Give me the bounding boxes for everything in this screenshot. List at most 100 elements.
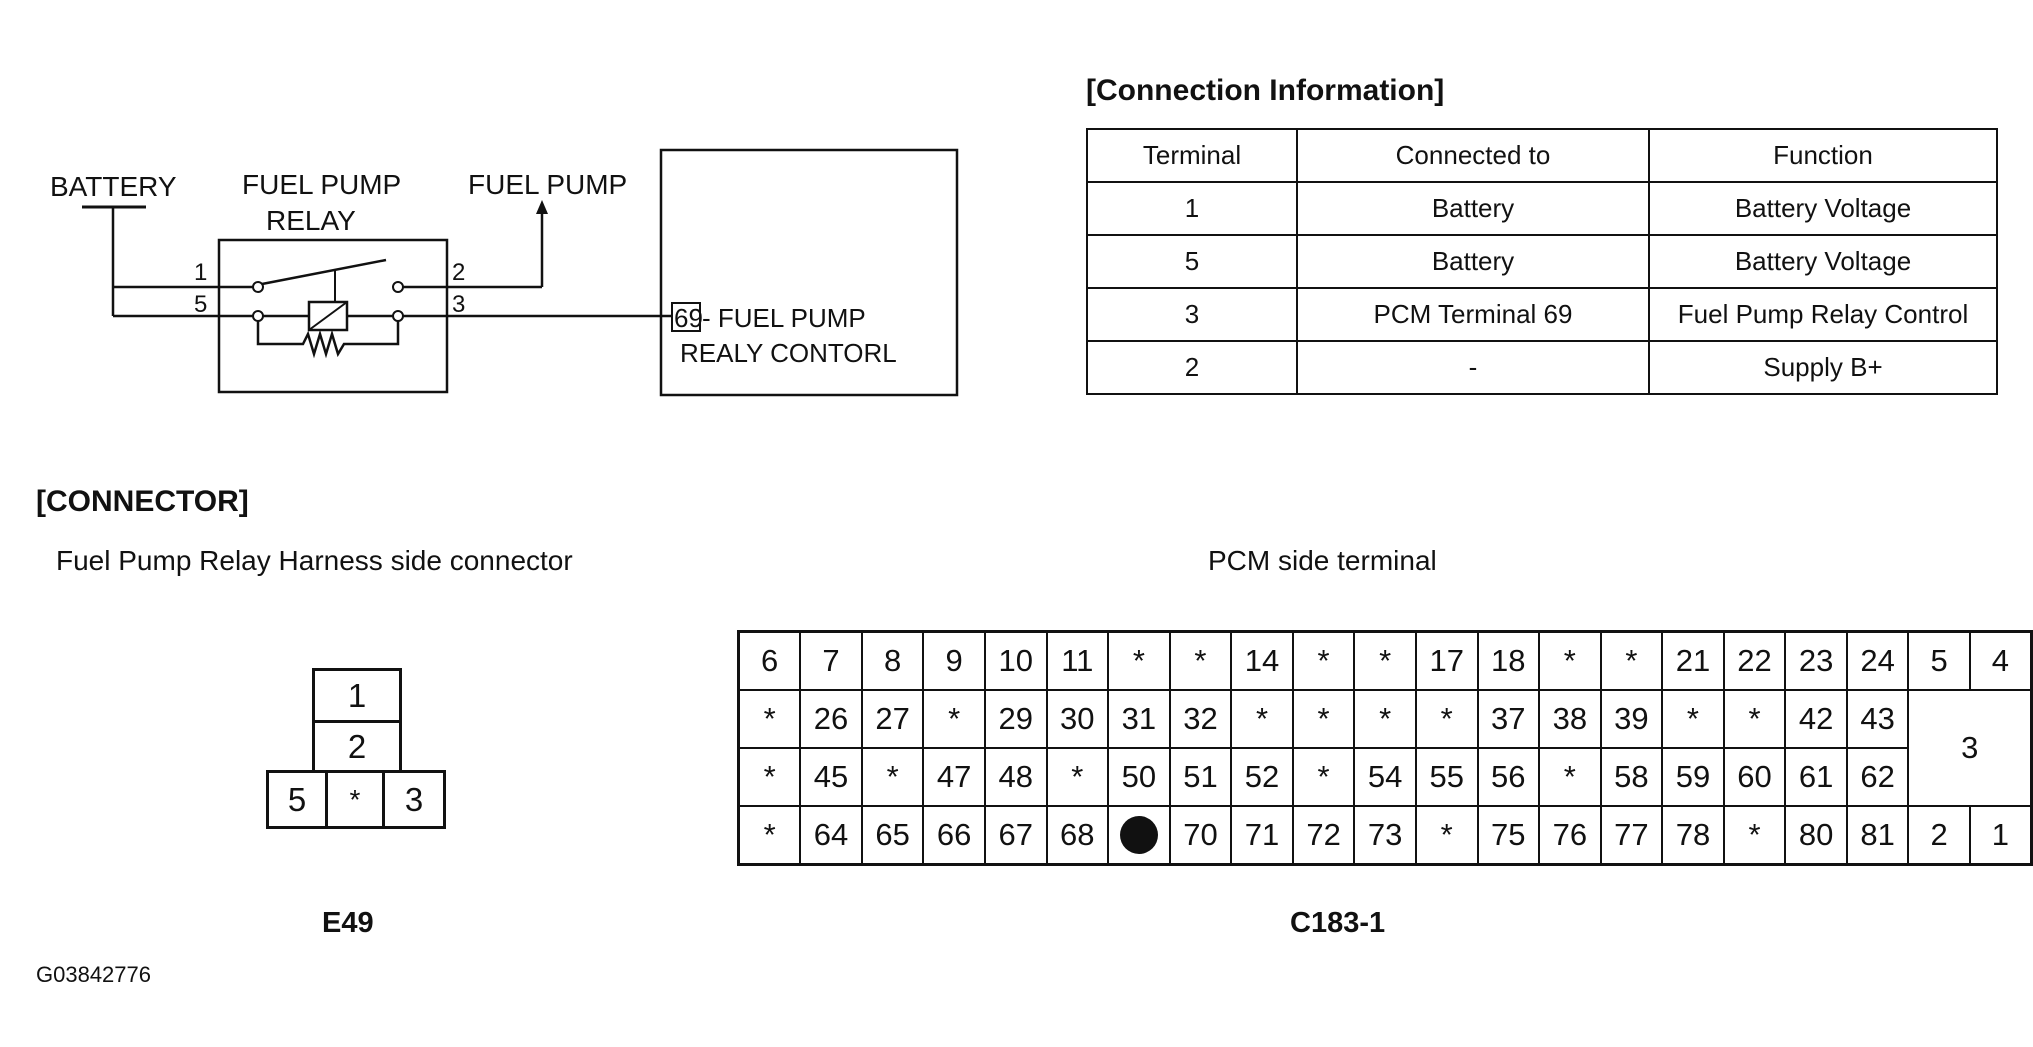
connection-info-table: Terminal Connected to Function 1 Battery… <box>1086 128 1998 395</box>
e49-pin-2: 2 <box>312 720 402 773</box>
table-row: 5 Battery Battery Voltage <box>1086 234 1998 289</box>
pcm-terminal-cell: 7 <box>799 630 863 691</box>
e49-pin-empty: * <box>325 770 385 829</box>
pcm-terminal-cell: 8 <box>860 630 925 691</box>
relay-side-connector-title: Fuel Pump Relay Harness side connector <box>56 545 573 576</box>
switch-contact-2 <box>392 281 404 293</box>
pcm-side-terminal-title: PCM side terminal <box>1208 545 1437 576</box>
column-header-connected-to: Connected to <box>1296 128 1650 183</box>
pcm-terminal-cell: * <box>1722 805 1787 866</box>
pcm-terminal-cell: 39 <box>1599 689 1664 749</box>
pcm-terminal-cell: 2 <box>1907 805 1971 866</box>
pcm-terminal-cell: 26 <box>799 689 863 749</box>
switch-arm <box>261 258 387 286</box>
pcm-terminal-cell: 43 <box>1845 689 1910 749</box>
pcm-terminal-cell: 59 <box>1661 747 1725 807</box>
cell-connected-to: Battery <box>1296 234 1650 289</box>
pcm-terminal-cell: 32 <box>1168 689 1233 749</box>
pcm-connector-name: C183-1 <box>1290 907 1386 939</box>
pcm-terminal-cell: * <box>1661 689 1725 749</box>
pcm-terminal-cell: 30 <box>1045 689 1110 749</box>
e49-connector-name: E49 <box>322 907 374 939</box>
column-header-function: Function <box>1648 128 1998 183</box>
fuel-pump-label: FUEL PUMP <box>468 169 627 200</box>
pcm-terminal-cell: 23 <box>1784 630 1848 691</box>
relay-label-line2: RELAY <box>266 205 356 236</box>
pcm-terminal-box <box>671 302 701 332</box>
cell-terminal: 3 <box>1086 287 1298 342</box>
pcm-terminal-cell: * <box>1599 630 1664 691</box>
battery-label: BATTERY <box>50 171 177 202</box>
cell-connected-to: PCM Terminal 69 <box>1296 287 1650 342</box>
pcm-terminal-cell: 1 <box>1968 805 2033 866</box>
pcm-terminal-cell: 31 <box>1107 689 1171 749</box>
cell-connected-to: Battery <box>1296 181 1650 236</box>
pcm-terminal-cell: * <box>1722 689 1787 749</box>
e49-pin-3: 3 <box>382 770 446 829</box>
e49-pin-5: 5 <box>266 770 328 829</box>
connector-section-title: [CONNECTOR] <box>36 485 249 518</box>
pcm-terminal-cell: * <box>1045 747 1110 807</box>
pcm-terminal-cell: 45 <box>799 747 863 807</box>
cell-terminal: 5 <box>1086 234 1298 289</box>
pcm-terminal-cell: 62 <box>1845 747 1910 807</box>
pcm-terminal-cell: 6 <box>737 630 802 691</box>
pcm-terminal-cell: 38 <box>1538 689 1602 749</box>
table-row: 1 Battery Battery Voltage <box>1086 181 1998 236</box>
pcm-terminal-cell: 68 <box>1045 805 1110 866</box>
pcm-terminal-cell: * <box>1538 630 1602 691</box>
pcm-terminal-cell: 22 <box>1722 630 1787 691</box>
relay-label-line1: FUEL PUMP <box>242 169 401 200</box>
column-header-terminal: Terminal <box>1086 128 1298 183</box>
pcm-terminal-cell: 61 <box>1784 747 1848 807</box>
pcm-terminal-cell: 64 <box>799 805 863 866</box>
connection-info-title: [Connection Information] <box>1086 74 1445 107</box>
pcm-terminal-cell: 14 <box>1230 630 1294 691</box>
pcm-terminal-cell: 72 <box>1291 805 1356 866</box>
figure-id: G03842776 <box>36 962 151 987</box>
pcm-terminal-cell: 60 <box>1722 747 1787 807</box>
pcm-terminal-cell: 81 <box>1845 805 1910 866</box>
pcm-terminal-cell: 75 <box>1476 805 1541 866</box>
pcm-terminal-cell: * <box>1230 689 1294 749</box>
switch-contact-1 <box>252 281 264 293</box>
pcm-terminal-cell: 76 <box>1538 805 1602 866</box>
pcm-terminal-cell: 9 <box>922 630 986 691</box>
fuel-pump-arrow <box>536 200 548 214</box>
pcm-terminal-cell: 66 <box>922 805 986 866</box>
cell-function: Battery Voltage <box>1648 234 1998 289</box>
pcm-terminal-cell: * <box>1291 689 1356 749</box>
table-header-row: Terminal Connected to Function <box>1086 128 1998 183</box>
pcm-terminal-cell: 48 <box>983 747 1048 807</box>
pcm-box <box>659 148 959 397</box>
pcm-terminal-cell: 65 <box>860 805 925 866</box>
pcm-terminal-cell: * <box>1168 630 1233 691</box>
relay-schematic: BATTERY FUEL PUMP RELAY FUEL PUMP 1 5 2 … <box>50 148 959 397</box>
pin3-label: 3 <box>452 291 465 318</box>
pcm-terminal-cell: 56 <box>1476 747 1541 807</box>
coil-contact-right <box>392 310 404 322</box>
cell-function: Battery Voltage <box>1648 181 1998 236</box>
pcm-terminal-line2: REALY CONTORL <box>680 338 897 368</box>
pcm-terminal-cell: 55 <box>1414 747 1479 807</box>
coil-contact-left <box>252 310 264 322</box>
pcm-terminal-cell: * <box>922 689 986 749</box>
cell-function: Supply B+ <box>1648 340 1998 395</box>
pcm-terminal-cell: 21 <box>1661 630 1725 691</box>
cell-connected-to: - <box>1296 340 1650 395</box>
pcm-terminal-cell: 78 <box>1661 805 1725 866</box>
pcm-terminal-cell: 5 <box>1907 630 1971 691</box>
pcm-terminal-cell: * <box>737 805 802 866</box>
pcm-terminal-cell: 70 <box>1168 805 1233 866</box>
pin1-label: 1 <box>194 259 207 286</box>
pcm-terminal-cell: 52 <box>1230 747 1294 807</box>
pcm-terminal-cell: 80 <box>1784 805 1848 866</box>
pcm-terminal-cell: * <box>1414 689 1479 749</box>
pcm-terminal-cell: 77 <box>1599 805 1664 866</box>
pcm-terminal-cell: * <box>1353 630 1417 691</box>
pcm-terminal-cell-large: 3 <box>1907 689 2033 807</box>
